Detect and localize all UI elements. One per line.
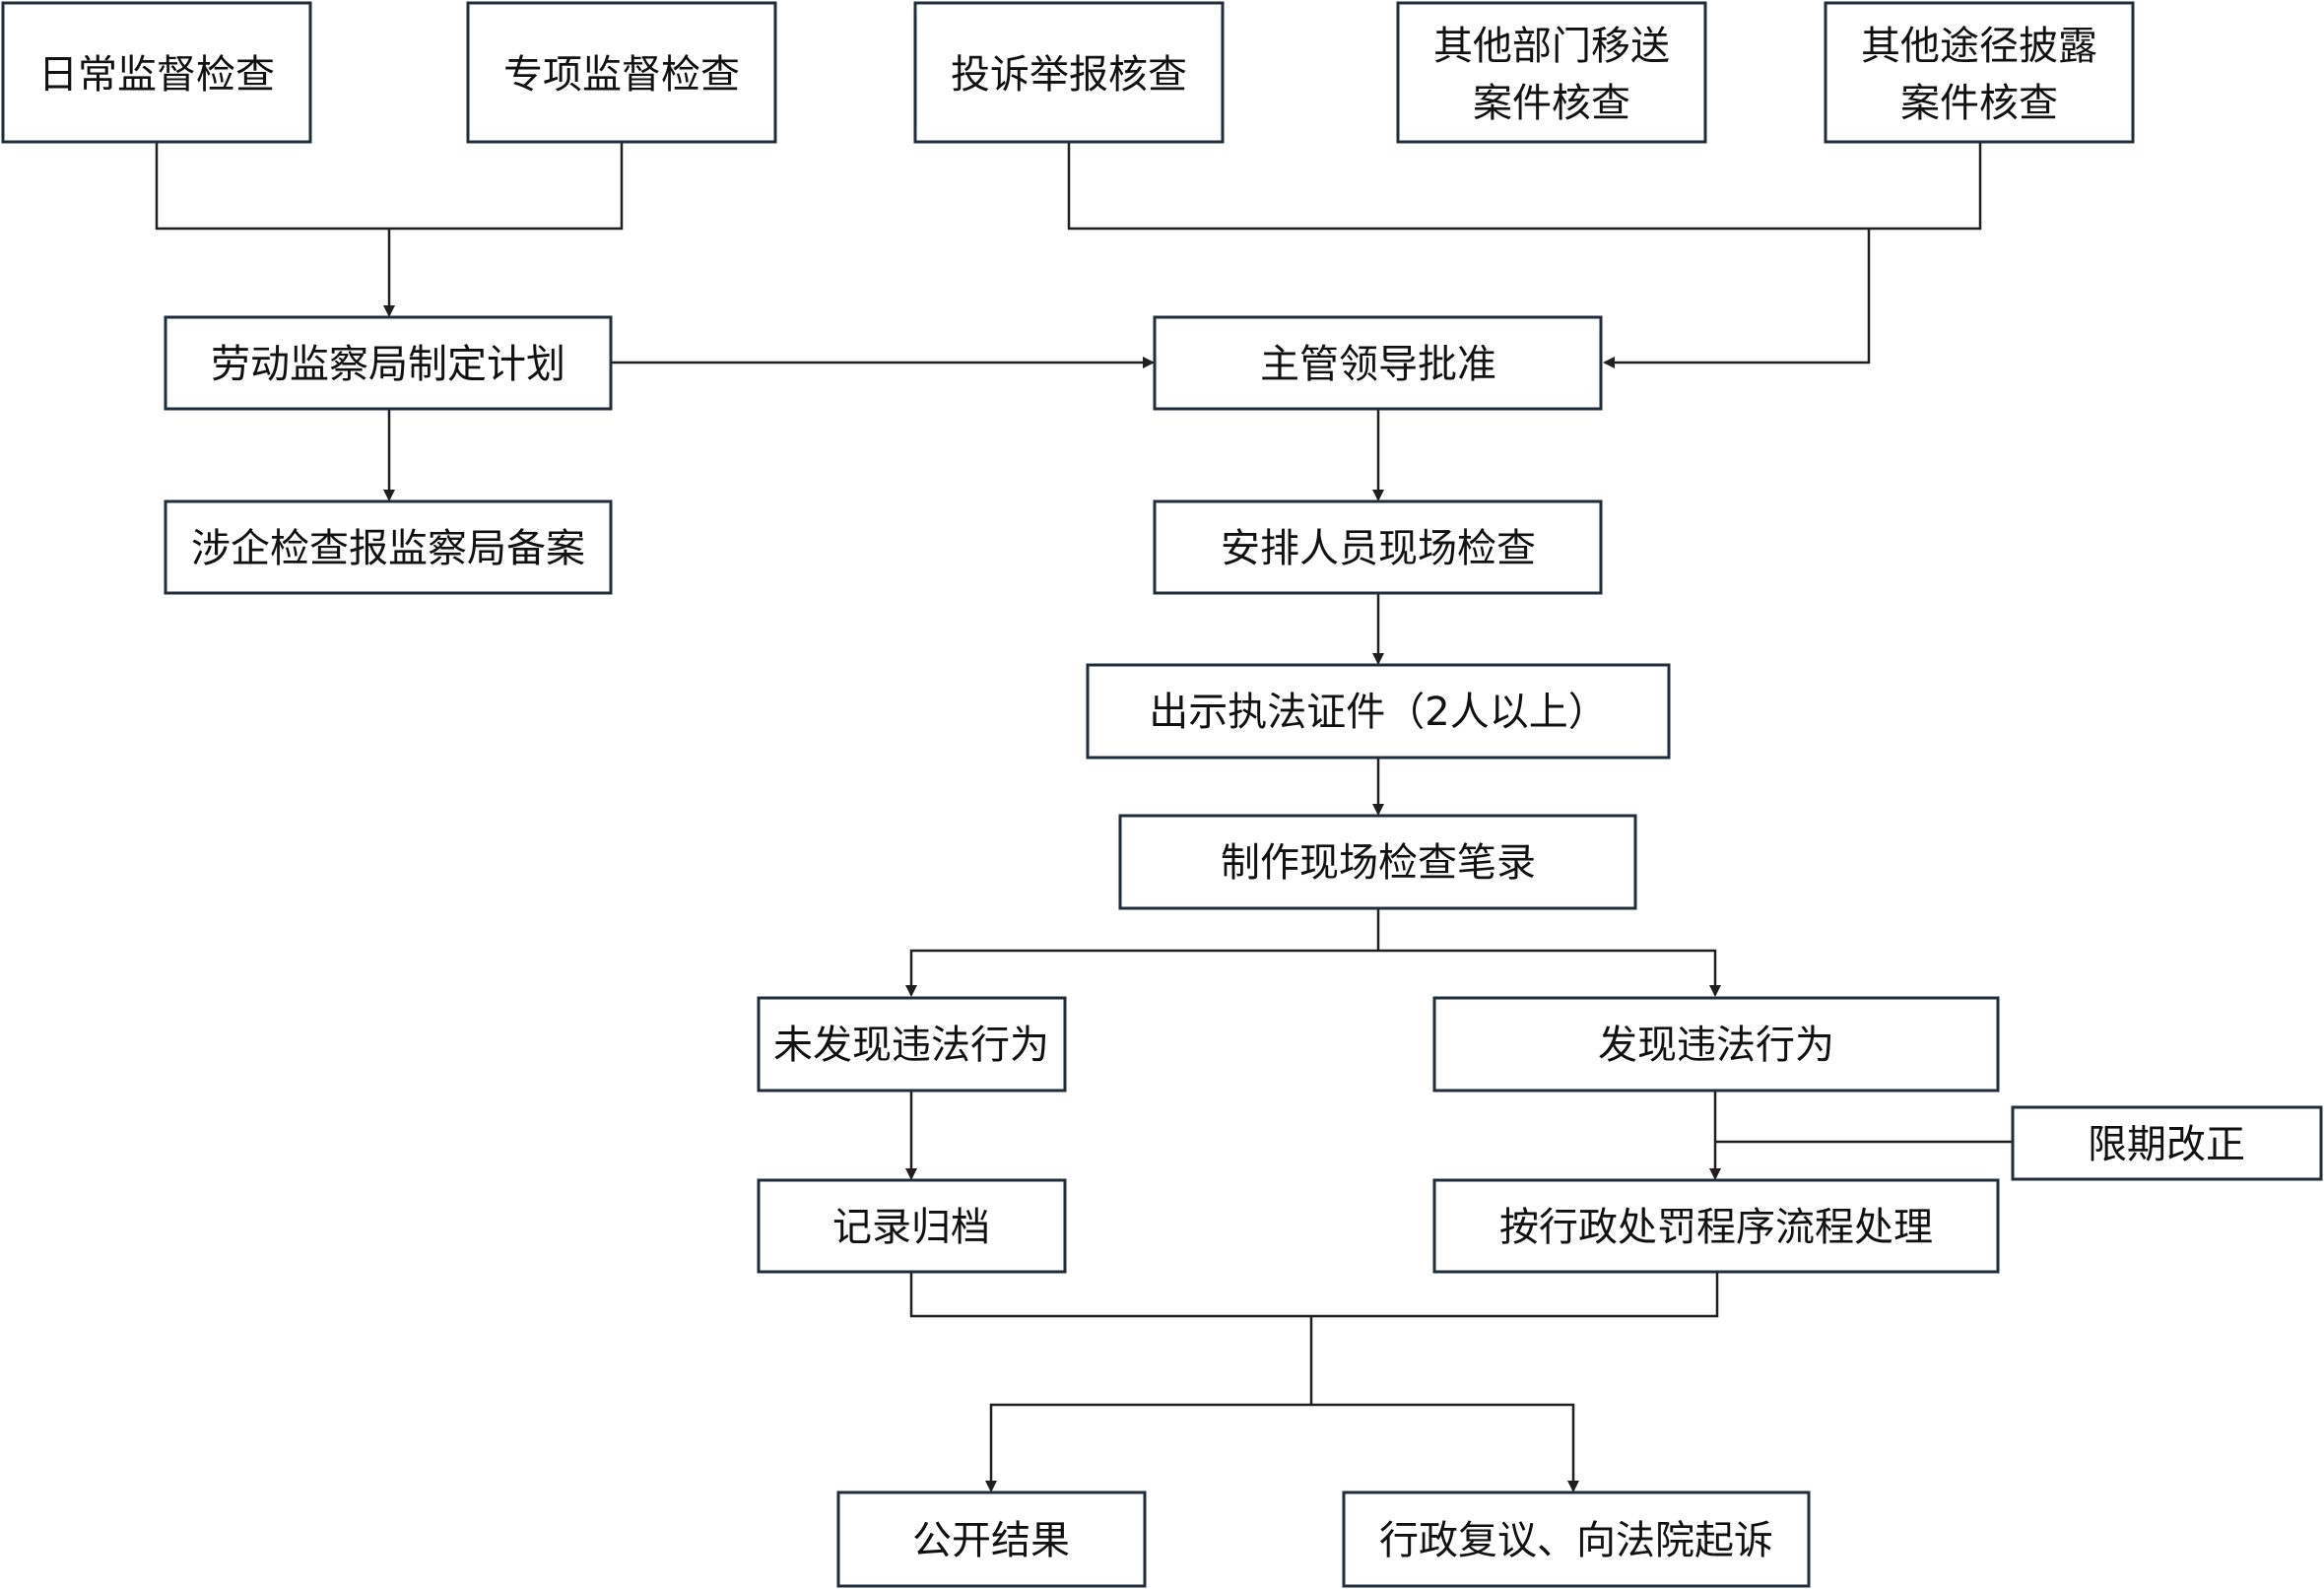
node-label: 日常监督检查 bbox=[38, 52, 275, 98]
connector-complaint-disclosure-merge bbox=[1067, 142, 1982, 231]
arrow-to-no-violation bbox=[905, 949, 1378, 997]
node-leader-approval: 主管领导批准 bbox=[1153, 315, 1603, 411]
connector-daily-special-merge bbox=[155, 142, 624, 231]
arrow-to-publish bbox=[985, 1403, 1311, 1492]
connectors bbox=[155, 142, 2013, 1492]
node-label: 涉企检查报监察局备案 bbox=[191, 526, 585, 571]
node-label: 专项监督检查 bbox=[503, 52, 740, 98]
node-label: 发现违法行为 bbox=[1598, 1023, 1834, 1068]
node-label-line1: 其他部门移送 bbox=[1433, 24, 1670, 69]
node-transfer-check: 其他部门移送 案件核查 bbox=[1396, 1, 1707, 144]
node-label: 记录归档 bbox=[832, 1205, 990, 1250]
node-archive: 记录归档 bbox=[757, 1178, 1067, 1274]
arrow-to-violation bbox=[1378, 949, 1721, 997]
node-special-inspection: 专项监督检查 bbox=[466, 1, 777, 144]
node-label: 出示执法证件（2人以上） bbox=[1149, 690, 1607, 735]
node-show-credential: 出示执法证件（2人以上） bbox=[1086, 663, 1671, 760]
node-daily-inspection: 日常监督检查 bbox=[1, 1, 312, 144]
node-label: 按行政处罚程序流程处理 bbox=[1499, 1205, 1933, 1250]
node-publish-result: 公开结果 bbox=[836, 1490, 1147, 1588]
node-label: 限期改正 bbox=[2088, 1122, 2245, 1167]
node-label-line2: 案件核查 bbox=[1900, 81, 2058, 126]
arrow-to-approve-right bbox=[1603, 229, 1871, 368]
node-label: 投诉举报核查 bbox=[951, 52, 1187, 98]
node-make-plan: 劳动监察局制定计划 bbox=[164, 315, 613, 411]
node-disclosure-check: 其他途径披露 案件核查 bbox=[1824, 1, 2135, 144]
node-label: 行政复议、向法院起诉 bbox=[1379, 1518, 1773, 1563]
node-label: 未发现违法行为 bbox=[773, 1023, 1049, 1068]
node-rectify: 限期改正 bbox=[2011, 1105, 2323, 1181]
node-inspection-record: 制作现场检查笔录 bbox=[1118, 814, 1637, 910]
node-no-violation: 未发现违法行为 bbox=[757, 996, 1067, 1092]
node-violation: 发现违法行为 bbox=[1432, 996, 2000, 1092]
node-penalty-process: 按行政处罚程序流程处理 bbox=[1432, 1178, 2000, 1274]
node-label: 制作现场检查笔录 bbox=[1221, 840, 1536, 886]
node-label-line2: 案件核查 bbox=[1473, 81, 1630, 126]
node-complaint-check: 投诉举报核查 bbox=[913, 1, 1225, 144]
node-label-line1: 其他途径披露 bbox=[1861, 24, 2097, 69]
node-label: 安排人员现场检查 bbox=[1221, 526, 1536, 571]
connector-bottom-merge bbox=[909, 1272, 1719, 1318]
arrow-to-appeal bbox=[1311, 1403, 1579, 1492]
node-filing: 涉企检查报监察局备案 bbox=[164, 499, 613, 595]
node-label: 劳动监察局制定计划 bbox=[211, 342, 565, 387]
node-arrange-inspection: 安排人员现场检查 bbox=[1153, 499, 1603, 595]
node-label: 主管领导批准 bbox=[1260, 342, 1496, 387]
node-appeal: 行政复议、向法院起诉 bbox=[1342, 1490, 1811, 1588]
node-label: 公开结果 bbox=[912, 1518, 1070, 1563]
